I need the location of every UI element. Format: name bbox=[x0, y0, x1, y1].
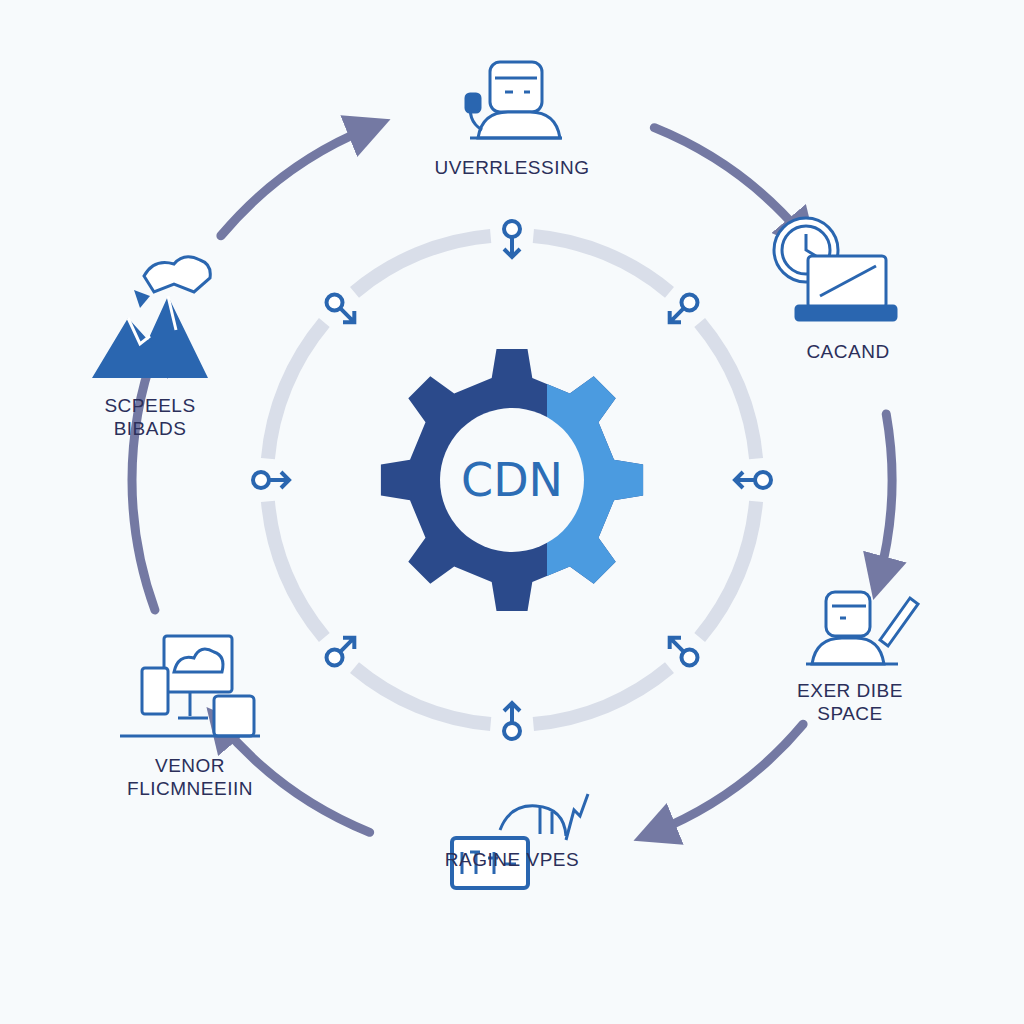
display-icon bbox=[452, 794, 588, 888]
item-label: CACAND bbox=[763, 341, 933, 364]
gear-node: CDN bbox=[377, 345, 647, 615]
designer-icon bbox=[806, 592, 918, 664]
item-label: EXER DIBE SPACE bbox=[785, 680, 915, 726]
clock-laptop-icon bbox=[774, 218, 896, 320]
item-label: RAGINE VPES bbox=[402, 849, 622, 872]
node-title: CDN bbox=[377, 453, 647, 507]
person-icon bbox=[466, 62, 562, 138]
mountain-icon bbox=[92, 257, 210, 378]
item-label: SCPEELS BIBADS bbox=[95, 395, 205, 441]
item-label: VENOR FLICMNEEIIN bbox=[90, 755, 290, 801]
devices-icon bbox=[120, 636, 260, 736]
item-label: UVERRLESSING bbox=[382, 157, 642, 180]
